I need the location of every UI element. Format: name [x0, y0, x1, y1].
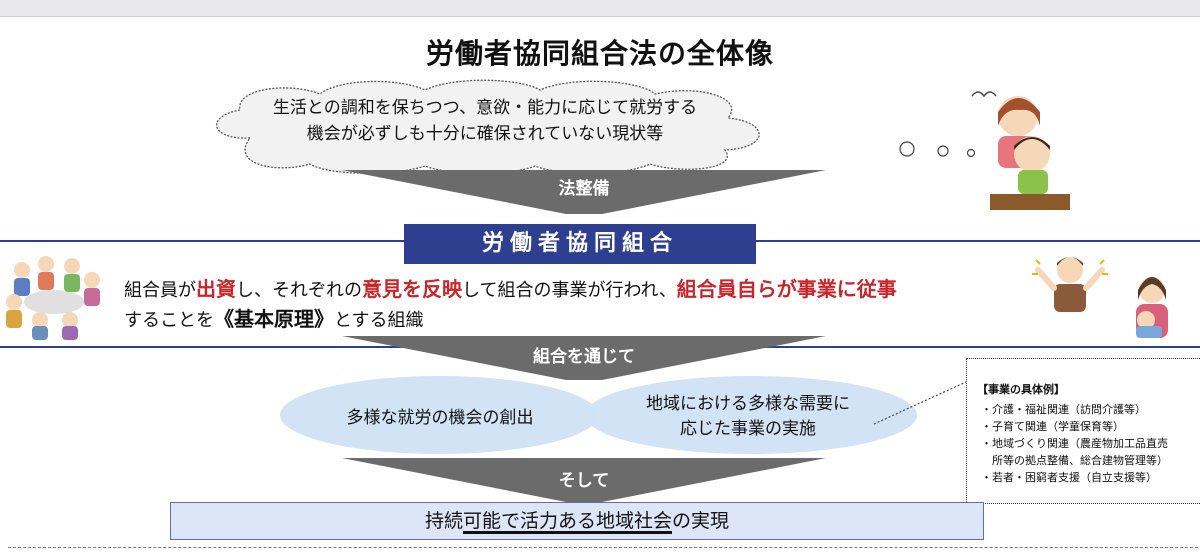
example-item: ・若者・困窮者支援（自立支援等）	[981, 469, 1157, 485]
arrow-label-and-then: そして	[484, 466, 684, 491]
principle-emphasis-engagement: 組合員自らが事業に従事	[677, 277, 897, 301]
cooperative-banner: 労働者協同組合	[404, 224, 756, 264]
bottom-dashed-divider	[8, 547, 1198, 548]
page-title: 労働者協同組合法の全体像	[0, 32, 1200, 72]
principle-basic-principle: 《基本原理》	[214, 307, 334, 331]
arrow-label-legislation: 法整備	[484, 174, 684, 199]
principle-emphasis-opinion: 意見を反映	[362, 277, 462, 301]
principle-line-1: 組合員が出資し、それぞれの意見を反映して組合の事業が行われ、組合員自らが事業に従…	[124, 273, 897, 302]
example-item: ・地域づくり関連（農産物加工品直売	[981, 435, 1168, 451]
principle-text-3: して組合の事業が行われ、	[462, 280, 677, 301]
worried-people-illustration	[960, 82, 1070, 212]
arrow-label-through-cooperative: 組合を通じて	[434, 342, 734, 367]
examples-connector-line	[872, 378, 972, 428]
principle-text-2: し、それぞれの	[236, 280, 362, 301]
cloud-line-2: 機会が必ずしも十分に確保されていない現状等	[245, 121, 725, 147]
outcome-community-text: 地域における多様な需要に 応じた事業の実施	[598, 392, 898, 442]
cloud-text: 生活との調和を保ちつつ、意欲・能力に応じて就労する 機会が必ずしも十分に確保され…	[245, 95, 725, 147]
principle-line-2: することを《基本原理》とする組織	[124, 303, 423, 332]
top-toolbar-strip	[0, 0, 1200, 17]
example-item: 所等の拠点整備、総合建物管理等）	[981, 452, 1168, 468]
final-goal-prefix: 持続	[425, 510, 463, 532]
final-goal-suffix: の実現	[672, 510, 729, 532]
parent-child-illustration	[1122, 272, 1182, 342]
outcome-employment-text: 多様な就労の機会の創出	[300, 403, 580, 428]
principle-text-1: 組合員が	[124, 280, 196, 301]
example-item: ・子育て関連（学童保育等）	[981, 418, 1124, 434]
cloud-line-1: 生活との調和を保ちつつ、意欲・能力に応じて就労する	[245, 95, 725, 121]
outcome-community-line-2: 応じた事業の実施	[598, 417, 898, 442]
examples-heading: 【事業の具体例】	[977, 381, 1065, 397]
principle-text-5: とする組織	[334, 310, 423, 331]
final-goal-underlined: 可能で活力ある地域社会	[463, 510, 672, 532]
principle-text-4: することを	[124, 310, 214, 331]
outcome-community-line-1: 地域における多様な需要に	[598, 392, 898, 417]
principle-emphasis-investment: 出資	[196, 277, 236, 301]
cheering-person-illustration	[1030, 252, 1110, 314]
example-item: ・介護・福祉関連（訪問介護等）	[981, 401, 1146, 417]
final-goal-box: 持続可能で活力ある地域社会の実現	[170, 502, 984, 540]
group-meeting-illustration	[0, 250, 108, 342]
